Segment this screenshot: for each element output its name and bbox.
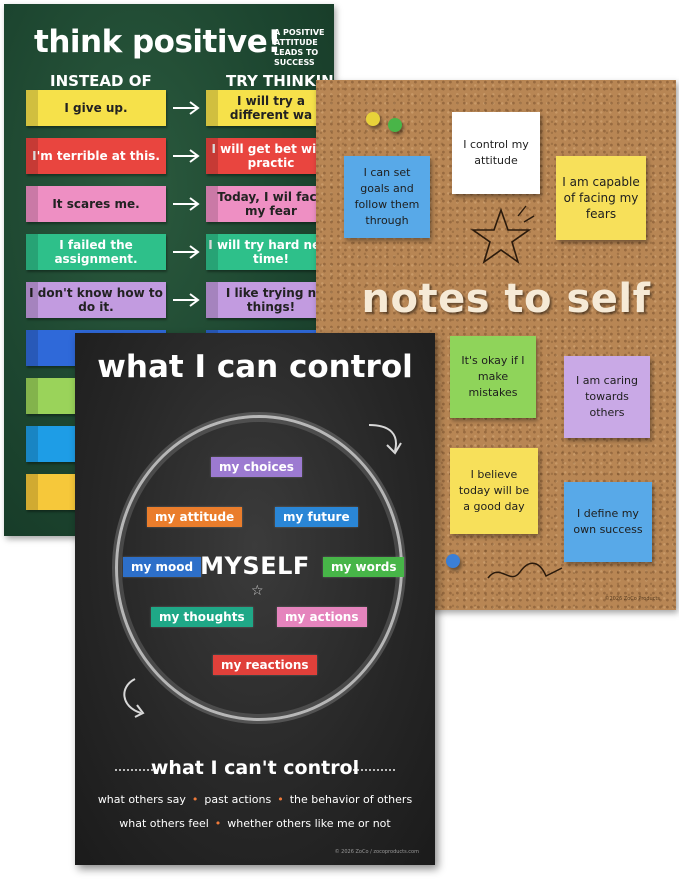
- poster-subtitle: A positive attitude leads to success: [274, 28, 325, 67]
- arrow-right-icon: [173, 197, 200, 211]
- yellow-pushpin: [366, 112, 380, 126]
- divider: [353, 769, 395, 771]
- instead-of-phrase: I give up.: [26, 90, 166, 126]
- sticky-note: I control my attitude: [452, 112, 540, 194]
- blue-pushpin: [446, 554, 460, 568]
- try-thinking-phrase: I will try hard next time!: [206, 234, 334, 270]
- sticky-note: I believe today will be a good day: [450, 448, 538, 534]
- doodle-swirl-icon: [487, 562, 563, 579]
- sticky-note: I define my own success: [564, 482, 652, 562]
- instead-of-phrase: I'm terrible at this.: [26, 138, 166, 174]
- instead-of-phrase: I failed the assignment.: [26, 234, 166, 270]
- arrow-right-icon: [173, 293, 200, 307]
- control-item: my attitude: [147, 507, 243, 527]
- star-icon: ☆: [251, 583, 264, 599]
- sticky-note: I can set goals and follow them through: [344, 156, 430, 238]
- myself-label: MYSELF: [200, 552, 310, 580]
- control-item: my words: [323, 557, 405, 577]
- try-thinking-phrase: Today, I wil face my fear: [206, 186, 334, 222]
- column-header-instead-of: INSTEAD OF: [50, 72, 152, 90]
- try-thinking-phrase: I will get bet with practic: [206, 138, 334, 174]
- poster-credit: © 2026 ZoCo / zocoproducts.com: [334, 849, 419, 855]
- control-item: my thoughts: [151, 607, 253, 627]
- sticky-note: I am caring towards others: [564, 356, 650, 438]
- green-pushpin: [388, 118, 402, 132]
- control-item: my choices: [211, 457, 302, 477]
- arrow-right-icon: [173, 149, 200, 163]
- cant-control-row: what others say•past actions•the behavio…: [97, 793, 413, 806]
- sticky-note: It's okay if I make mistakes: [450, 336, 536, 418]
- instead-of-phrase: It scares me.: [26, 186, 166, 222]
- notes-to-self-headline: notes to self: [361, 276, 651, 322]
- arrow-right-icon: [173, 245, 200, 259]
- try-thinking-phrase: I will try a different wa: [206, 90, 334, 126]
- control-item: my mood: [123, 557, 202, 577]
- sticky-note: I am capable of facing my fears: [556, 156, 646, 240]
- poster-title: think positive!: [34, 24, 281, 60]
- control-item: my actions: [277, 607, 367, 627]
- instead-of-phrase: I don't know how to do it.: [26, 282, 166, 318]
- poster-title: what I can control: [97, 349, 413, 385]
- cant-control-row: what others feel•whether others like me …: [119, 817, 391, 830]
- cant-control-heading: what I can't control: [150, 757, 360, 779]
- what-i-can-control-poster: what I can control my choices my attitud…: [75, 333, 435, 865]
- curved-arrow-icon: [123, 678, 145, 718]
- arrow-right-icon: [173, 101, 200, 115]
- divider: [115, 769, 157, 771]
- column-header-try-thinking: TRY THINKING: [226, 72, 334, 90]
- try-thinking-phrase: I like trying n things!: [206, 282, 334, 318]
- control-item: my future: [275, 507, 358, 527]
- curved-arrow-icon: [368, 424, 402, 455]
- control-item: my reactions: [213, 655, 317, 675]
- doodle-star-icon: [470, 205, 535, 264]
- poster-credit: ©2026 ZoCo Products: [604, 596, 660, 602]
